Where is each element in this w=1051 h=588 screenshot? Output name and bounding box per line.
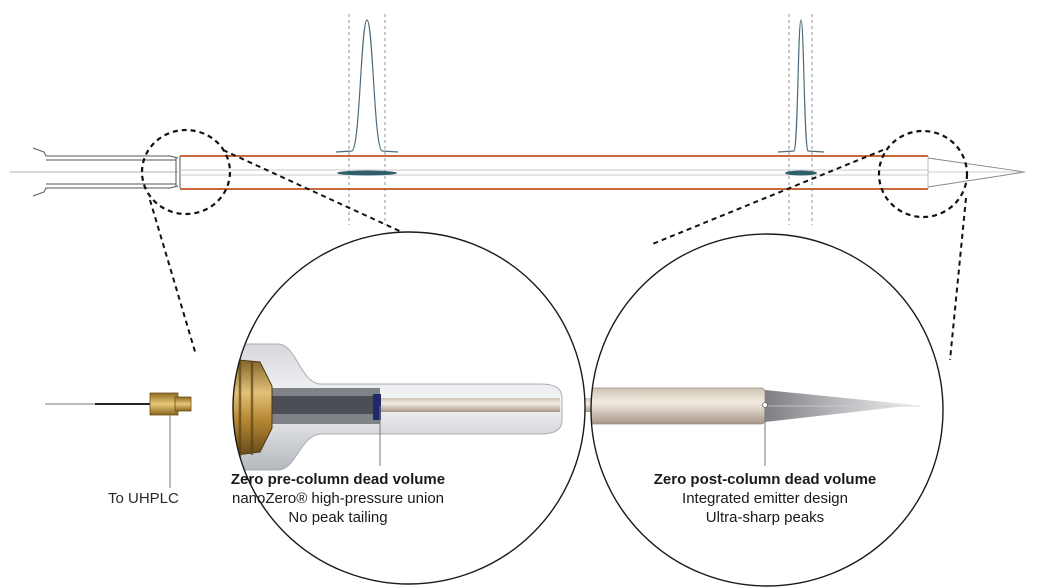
union-detail (233, 232, 585, 584)
peak-guides (348, 14, 813, 225)
zoom-marker-right (877, 129, 969, 219)
post-column-line2: Ultra-sharp peaks (705, 509, 825, 526)
zoom-connectors (149, 149, 967, 361)
ferrule (149, 392, 192, 416)
pre-column-callout: Zero pre-column dead volume nanoZero® hi… (218, 470, 458, 527)
zoom-marker-left (140, 128, 232, 216)
to-uhplc-label: To UHPLC (108, 490, 179, 507)
column-tube (180, 155, 929, 190)
post-column-heading: Zero post-column dead volume (653, 471, 877, 488)
peak-1 (335, 19, 399, 176)
zoom-circle-left (232, 231, 586, 585)
zoom-circle-right (590, 233, 944, 587)
emitter-detail (591, 387, 920, 466)
post-column-line1: Integrated emitter design (682, 490, 848, 507)
pre-column-line2: No peak tailing (288, 509, 388, 526)
pre-column-heading: Zero pre-column dead volume (230, 471, 446, 488)
pre-column-line1: nanoZero® high-pressure union (231, 490, 444, 507)
fitting-outline (10, 147, 181, 197)
peak-2 (777, 19, 825, 176)
post-column-callout: Zero post-column dead volume Integrated … (585, 470, 945, 527)
emitter-tip-outline (927, 157, 1026, 188)
